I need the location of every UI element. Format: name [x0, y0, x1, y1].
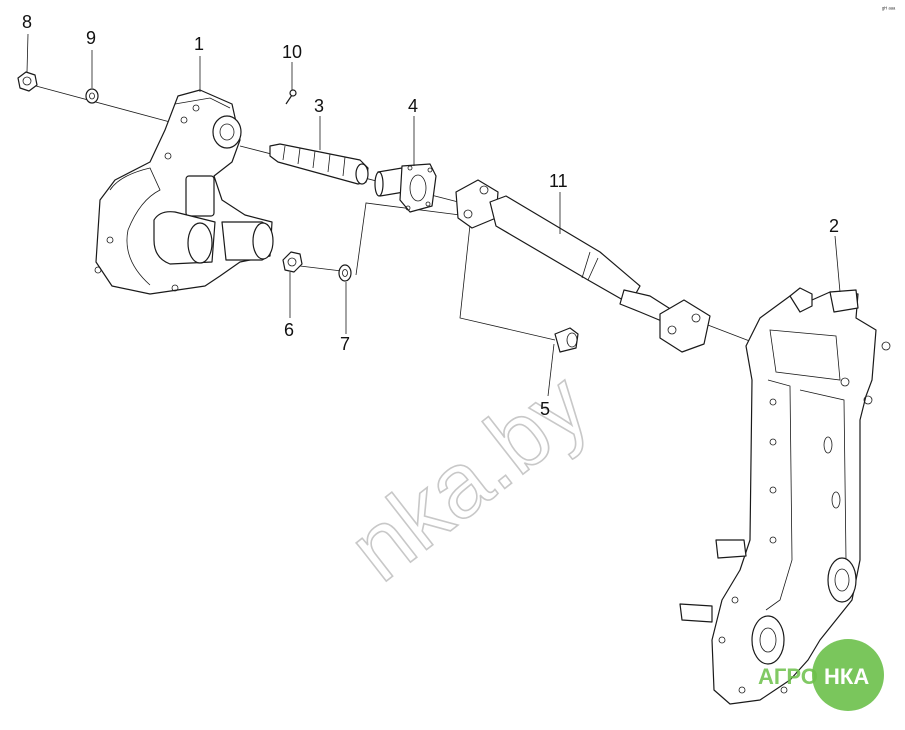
callout-2: 2	[829, 216, 839, 236]
callout-7: 7	[340, 334, 350, 354]
logo-left-text: АГРО	[758, 664, 818, 689]
callout-6: 6	[284, 320, 294, 340]
part-6-nut	[282, 251, 303, 273]
callout-leaders	[26, 33, 841, 397]
logo-right-text: НКА	[824, 664, 869, 689]
part-10-pin	[285, 89, 297, 105]
callout-4: 4	[408, 96, 418, 116]
callout-8: 8	[22, 12, 32, 32]
part-2-vertical-gearbox	[679, 287, 891, 705]
watermark-text: nka.by	[331, 353, 607, 600]
callout-11: 11	[549, 171, 568, 191]
corner-mark: ᵍᴴ ᵃᵃᵃ	[882, 6, 896, 13]
part-9-washer	[85, 88, 99, 104]
callout-3: 3	[314, 96, 324, 116]
callout-labels: 8 9 1 10 3 4 11 2 6 7 5	[22, 12, 839, 419]
part-11-drive-shaft	[455, 179, 711, 353]
part-1-gearbox	[94, 89, 274, 295]
part-7-washer	[338, 264, 352, 282]
callout-9: 9	[86, 28, 96, 48]
callout-5: 5	[540, 399, 550, 419]
part-4-flange-housing	[374, 163, 437, 213]
part-5-plug	[554, 327, 579, 353]
agronka-logo: АГРО НКА	[758, 639, 884, 711]
callout-1: 1	[194, 34, 204, 54]
part-8-nut	[17, 71, 38, 92]
part-3-splined-shaft	[269, 143, 369, 185]
callout-10: 10	[282, 42, 302, 62]
